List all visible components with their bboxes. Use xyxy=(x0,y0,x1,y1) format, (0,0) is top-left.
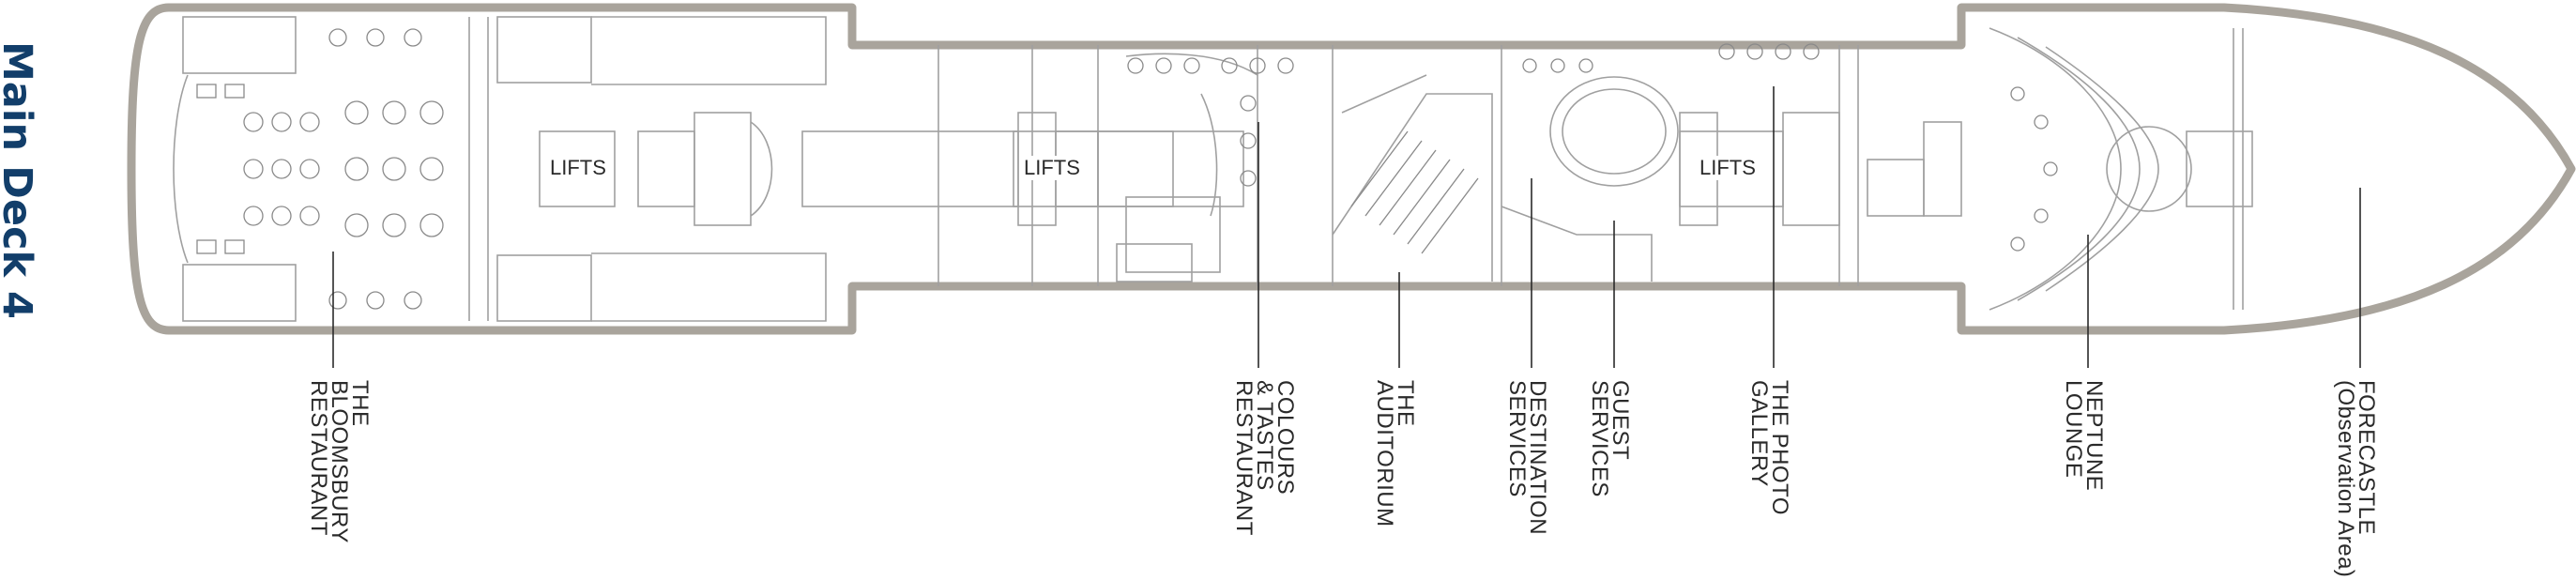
atrium-outline xyxy=(1562,88,1667,175)
aft-lift-shaft xyxy=(539,130,616,207)
lifts-label-fwd: LIFTS xyxy=(1696,156,1760,180)
neptune-stage xyxy=(2106,126,2192,212)
hull-outline xyxy=(127,3,2576,335)
lifts-label-aft: LIFTS xyxy=(546,156,610,180)
lifts-label-mid: LIFTS xyxy=(1020,156,1084,180)
aft-galley-top xyxy=(182,16,297,74)
aft-galley-bottom xyxy=(182,264,297,322)
